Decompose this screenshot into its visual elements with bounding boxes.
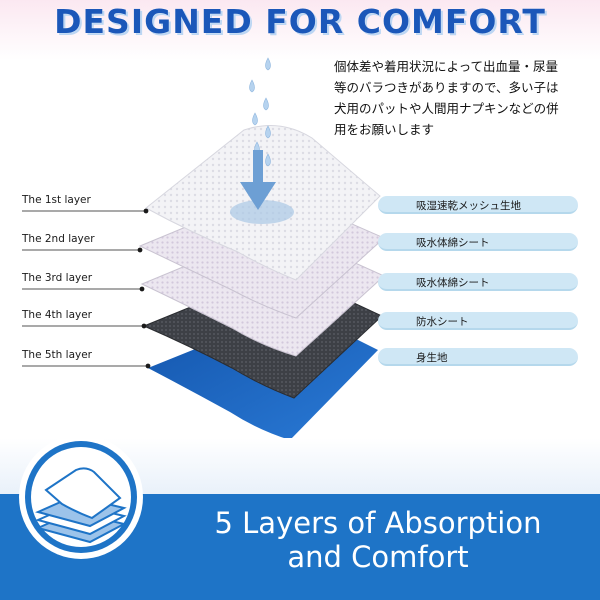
stacked-layers-icon [19,435,143,559]
banner-line: 5 Layers of Absorption [214,506,542,540]
layer-label: The 1st layer [22,194,91,206]
layer-label: The 4th layer [22,309,92,321]
material-pill: 吸湿速乾メッシュ生地 [378,196,578,214]
material-pill: 吸水体綿シート [378,233,578,251]
material-pill: 吸水体綿シート [378,273,578,291]
description-line: 個体差や着用状況によって出血量・尿量 [334,59,559,74]
banner-caption: 5 Layers of Absorption and Comfort [168,506,588,574]
top-glow [0,0,600,60]
leader-lines [22,208,151,369]
description-line: 犬用のパットや人間用ナプキンなどの併 [334,101,559,116]
layer-label: The 5th layer [22,349,92,361]
description-line: 用をお願いします [334,122,435,137]
page-title: DESIGNED FOR COMFORT [54,2,546,41]
description-line: 等のバラつきがありますので、多い子は [334,80,559,95]
layer-illustration [22,57,385,440]
material-pill: 防水シート [378,312,578,330]
material-pill: 身生地 [378,348,578,366]
down-arrow-icon [240,150,276,210]
material-label: 吸湿速乾メッシュ生地 [416,200,521,212]
material-label: 吸水体綿シート [416,237,490,249]
layer-label: The 2nd layer [22,233,95,245]
material-label: 身生地 [416,352,448,364]
description-text: 個体差や着用状況によって出血量・尿量 等のバラつきがありますので、多い子は 犬用… [334,56,586,140]
layer-label: The 3rd layer [22,272,93,284]
material-label: 防水シート [416,316,469,328]
banner-line: and Comfort [287,540,469,574]
material-label: 吸水体綿シート [416,277,490,289]
absorption-spot [230,200,294,224]
